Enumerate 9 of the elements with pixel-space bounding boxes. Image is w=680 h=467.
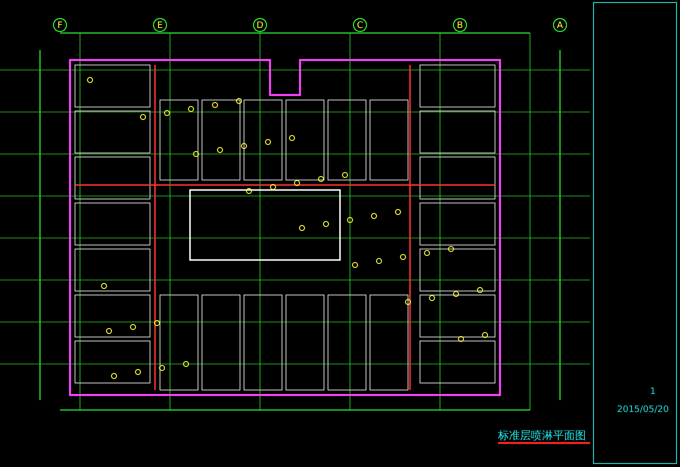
axis-bubble: F [53, 18, 67, 32]
axis-bubble: B [453, 18, 467, 32]
drawing-date: 2015/05/20 [617, 405, 669, 415]
axis-bubble: E [153, 18, 167, 32]
drawing-title: 标准层喷淋平面图 [498, 428, 586, 443]
axis-bubble: D [253, 18, 267, 32]
axis-bubble: A [553, 18, 567, 32]
axis-bubble: C [353, 18, 367, 32]
sheet-count: 1 [650, 387, 656, 397]
